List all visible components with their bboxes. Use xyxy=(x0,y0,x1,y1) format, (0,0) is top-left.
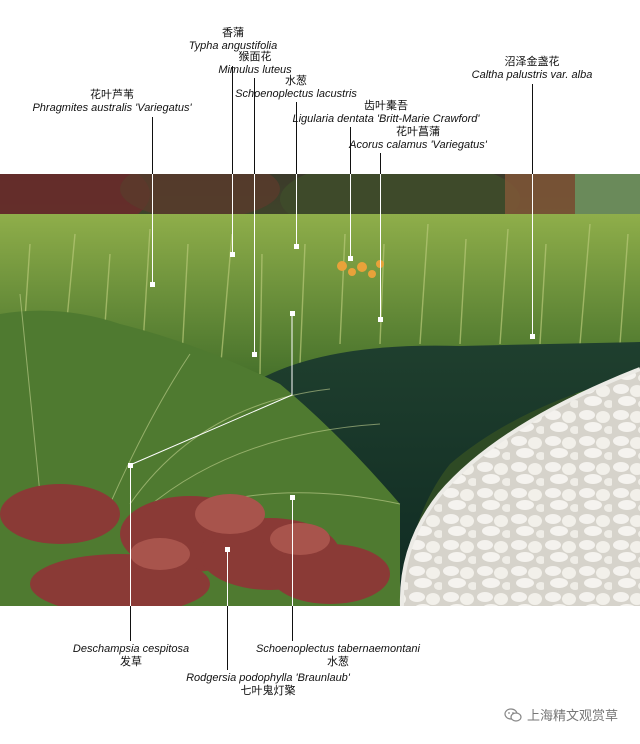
label-phragmites: 花叶芦苇 Phragmites australis 'Variegatus' xyxy=(32,89,191,115)
label-schoeno-tab-cn: 水葱 xyxy=(327,656,349,668)
label-deschampsia-cn: 发草 xyxy=(119,656,142,668)
leader-deschampsia-bottom xyxy=(130,606,131,641)
label-mimulus: 猴面花 Mimulus luteus xyxy=(218,51,291,77)
leader-ligularia-top xyxy=(350,127,351,174)
leader-schoeno-tab-photo xyxy=(292,497,293,606)
leader-schoeno-tab-bottom xyxy=(292,606,293,641)
leader-rodgersia-photo xyxy=(227,549,228,606)
dot-typha xyxy=(230,252,235,257)
leader-phragmites-top xyxy=(152,117,153,174)
leader-deschampsia-photo xyxy=(130,465,131,606)
label-typha-cn: 香蒲 xyxy=(222,27,244,39)
label-typha: 香蒲 Typha angustifolia xyxy=(189,27,277,53)
leader-phragmites-photo xyxy=(152,174,153,284)
label-mimulus-cn: 猴面花 xyxy=(238,51,272,63)
label-ligularia-cn: 齿叶橐吾 xyxy=(364,100,408,112)
leader-acorus-top xyxy=(380,153,381,174)
label-ligularia: 齿叶橐吾 Ligularia dentata 'Britt-Marie Craw… xyxy=(293,100,480,126)
leader-caltha-top xyxy=(532,84,533,174)
dot-acorus xyxy=(378,317,383,322)
leader-caltha-photo xyxy=(532,174,533,336)
leader-schoeno-lac-photo xyxy=(296,174,297,246)
label-schoeno-lac-latin: Schoenoplectus lacustris xyxy=(235,88,357,100)
dot-deschampsia-end xyxy=(290,311,295,316)
dot-schoeno-tab xyxy=(290,495,295,500)
label-schoeno-tab-latin: Schoenoplectus tabernaemontani xyxy=(256,643,420,655)
garden-pond-photo xyxy=(0,174,640,606)
label-rodgersia-cn: 七叶鬼灯檠 xyxy=(240,685,296,697)
label-caltha-cn: 沼泽金盏花 xyxy=(504,56,560,68)
label-deschampsia-latin: Deschampsia cespitosa xyxy=(72,643,190,655)
label-schoeno-tab: Schoenoplectus tabernaemontani 水葱 xyxy=(256,643,420,669)
label-typha-latin: Typha angustifolia xyxy=(188,40,278,52)
dot-rodgersia xyxy=(225,547,230,552)
leader-typha-top xyxy=(232,66,233,174)
label-rodgersia: Rodgersia podophylla 'Braunlaub' 七叶鬼灯檠 xyxy=(186,672,350,698)
label-acorus: 花叶菖蒲 Acorus calamus 'Variegatus' xyxy=(349,126,487,152)
label-schoeno-lac: 水葱 Schoenoplectus lacustris xyxy=(235,75,357,101)
leader-mimulus-top xyxy=(254,78,255,174)
label-phragmites-latin: Phragmites australis 'Variegatus' xyxy=(32,102,192,114)
wechat-icon xyxy=(504,707,522,722)
label-acorus-cn: 花叶菖蒲 xyxy=(395,126,440,138)
label-rodgersia-latin: Rodgersia podophylla 'Braunlaub' xyxy=(186,672,350,684)
label-ligularia-latin: Ligularia dentata 'Britt-Marie Crawford' xyxy=(292,113,480,125)
label-mimulus-latin: Mimulus luteus xyxy=(218,64,292,76)
leader-ligularia-photo xyxy=(350,174,351,258)
watermark: 上海精文观赏草 xyxy=(504,705,618,724)
leader-schoeno-lac-top xyxy=(296,102,297,174)
dot-mimulus xyxy=(252,352,257,357)
photo-illustration xyxy=(0,174,640,606)
watermark-text: 上海精文观赏草 xyxy=(526,708,618,723)
dot-phragmites xyxy=(150,282,155,287)
leader-rodgersia-bottom xyxy=(227,606,228,670)
dot-schoeno-lac xyxy=(294,244,299,249)
leader-acorus-photo xyxy=(380,174,381,319)
label-schoeno-lac-cn: 水葱 xyxy=(285,75,307,87)
label-phragmites-cn: 花叶芦苇 xyxy=(90,89,134,101)
leader-mimulus-photo xyxy=(254,174,255,354)
dot-deschampsia xyxy=(128,463,133,468)
label-deschampsia: Deschampsia cespitosa 发草 xyxy=(73,643,189,669)
dot-ligularia xyxy=(348,256,353,261)
label-caltha-latin: Caltha palustris var. alba xyxy=(471,69,593,81)
label-acorus-latin: Acorus calamus 'Variegatus' xyxy=(349,139,487,151)
dot-caltha xyxy=(530,334,535,339)
label-caltha: 沼泽金盏花 Caltha palustris var. alba xyxy=(472,56,593,82)
leader-typha-photo xyxy=(232,174,233,254)
